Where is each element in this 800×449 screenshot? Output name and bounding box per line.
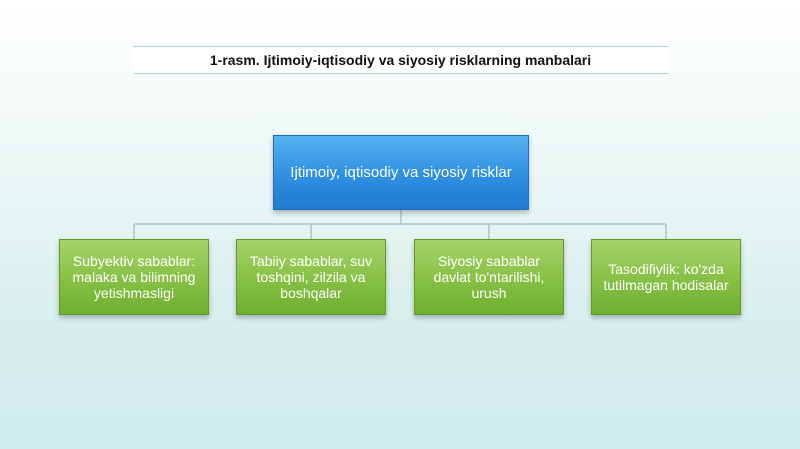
child-node-label: Tasodifiylik: ko'zda tutilmagan hodisala… [603, 261, 729, 293]
child-node-natural: Tabiiy sabablar, suv toshqini, zilzila v… [236, 239, 386, 315]
root-node: Ijtimoiy, iqtisodiy va siyosiy risklar [273, 135, 529, 210]
root-node-label: Ijtimoiy, iqtisodiy va siyosiy risklar [290, 163, 512, 181]
child-node-label: Siyosiy sabablar davlat to'ntarilishi, u… [433, 253, 545, 301]
child-node-political: Siyosiy sabablar davlat to'ntarilishi, u… [414, 239, 564, 315]
child-node-randomness: Tasodifiylik: ko'zda tutilmagan hodisala… [591, 239, 741, 315]
diagram-title: 1-rasm. Ijtimoiy-iqtisodiy va siyosiy ri… [209, 52, 592, 68]
child-node-subjective: Subyektiv sabablar: malaka va bilimning … [59, 239, 209, 315]
child-node-label: Subyektiv sabablar: malaka va bilimning … [72, 253, 196, 301]
title-bar: 1-rasm. Ijtimoiy-iqtisodiy va siyosiy ri… [133, 46, 668, 74]
child-node-label: Tabiiy sabablar, suv toshqini, zilzila v… [249, 253, 373, 301]
